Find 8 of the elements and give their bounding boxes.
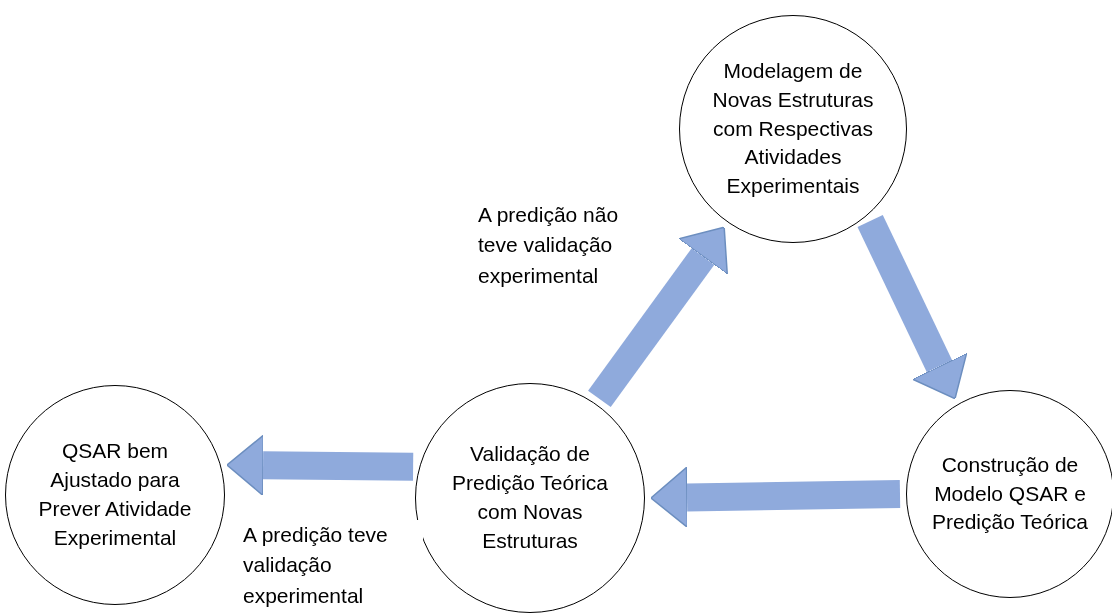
block-arrow	[857, 214, 968, 400]
node-text: Construção de Modelo QSAR e Predição Teórica	[930, 451, 1089, 536]
block-arrow	[588, 226, 728, 408]
node-text: Validação de Predição Teórica com Novas Estruturas	[450, 441, 609, 554]
node-text: Modelagem de Novas Estruturas com Respectivas Atividades Experimentais	[711, 57, 875, 200]
node-text: QSAR bem Ajustado para Prever Atividade Experimental	[37, 438, 193, 551]
block-arrow	[650, 466, 901, 529]
block-arrow	[226, 434, 414, 497]
